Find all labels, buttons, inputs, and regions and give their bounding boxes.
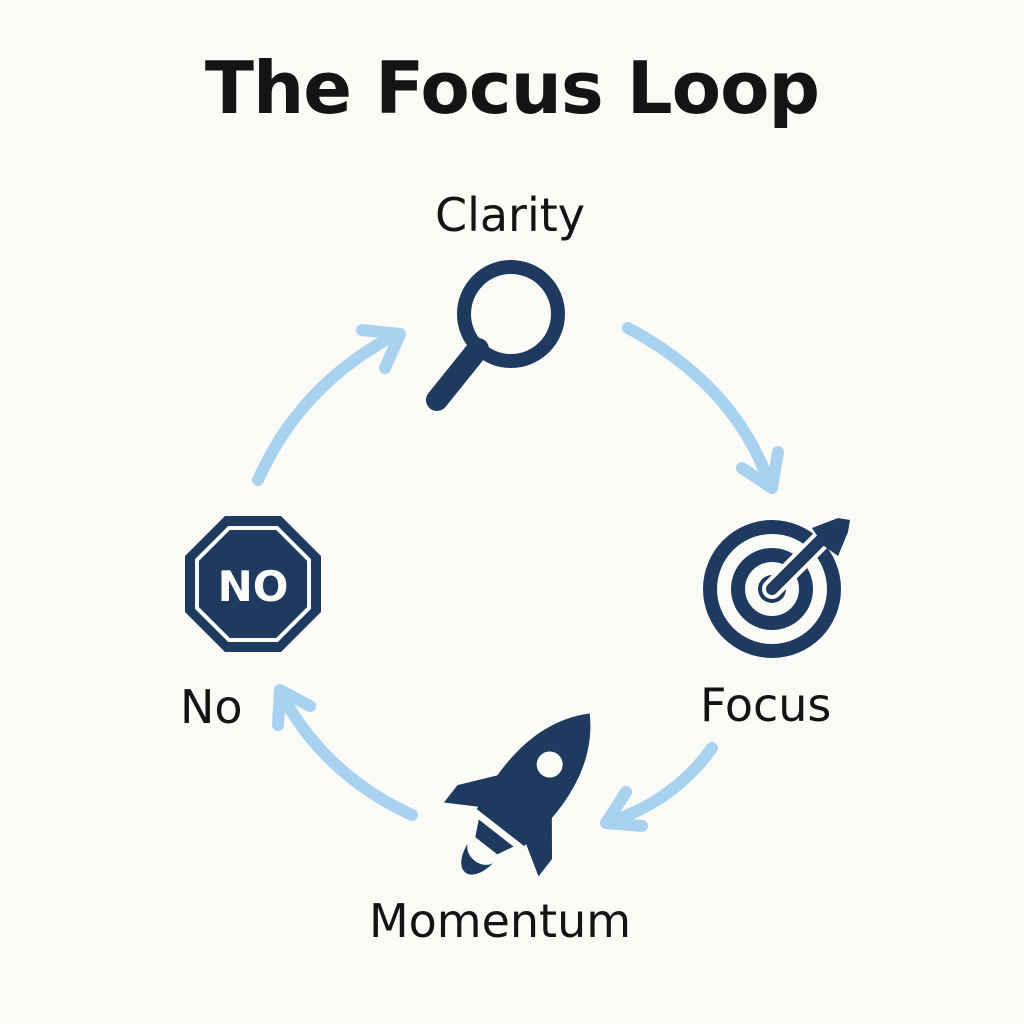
stop-sign-text: NO	[218, 562, 289, 611]
focus-label: Focus	[700, 678, 832, 732]
rocket-icon	[443, 713, 591, 877]
stop-sign-icon: NO	[185, 516, 321, 652]
diagram-title: The Focus Loop	[204, 46, 820, 130]
arrow-momentum-to-no	[272, 684, 418, 821]
clarity-label: Clarity	[434, 188, 586, 242]
no-label: No	[180, 680, 243, 734]
magnifying-glass-icon	[426, 260, 565, 411]
target-with-dart-icon	[703, 518, 850, 658]
momentum-label: Momentum	[368, 894, 632, 948]
arrow-no-to-clarity	[252, 324, 406, 486]
arrow-focus-to-momentum	[600, 742, 718, 832]
arrow-clarity-to-focus	[622, 322, 784, 494]
